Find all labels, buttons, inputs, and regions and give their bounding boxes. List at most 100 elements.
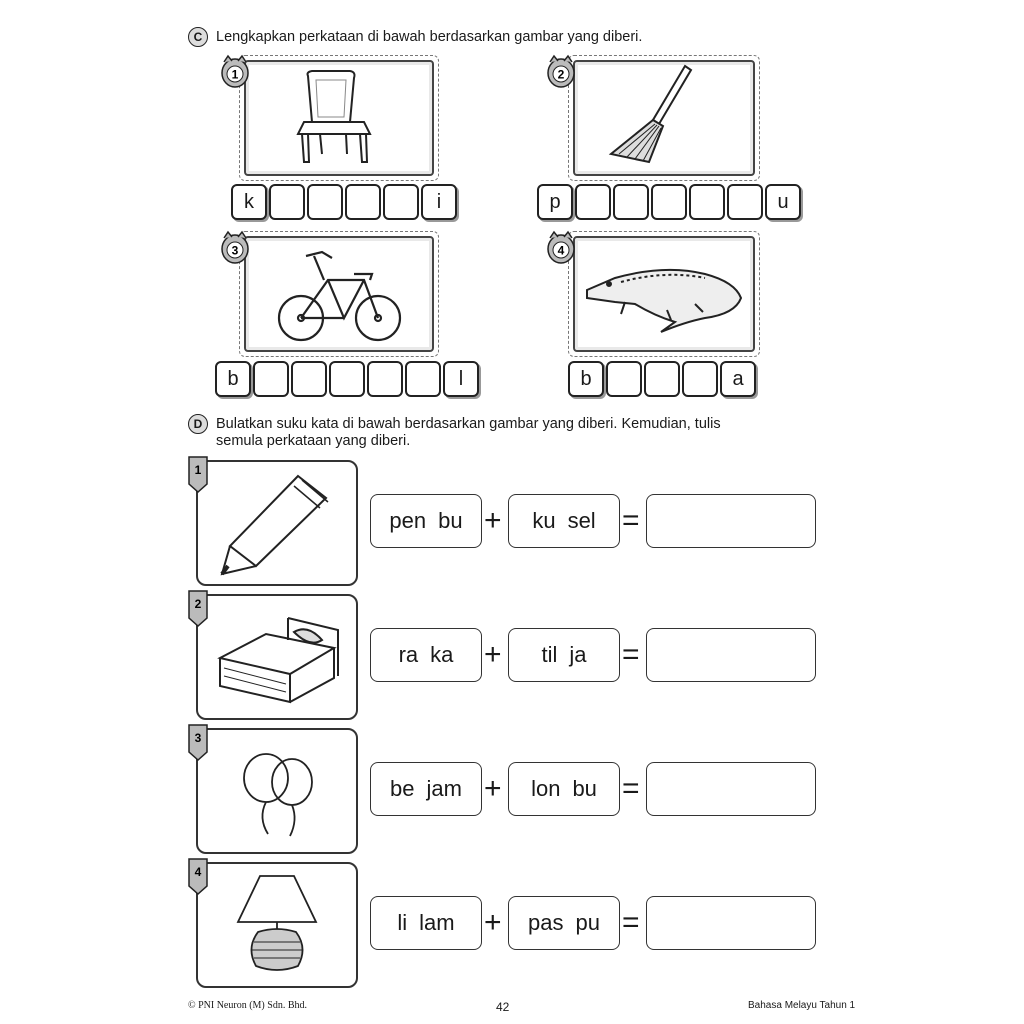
chair-icon [296, 70, 372, 163]
picture-frame-d2 [196, 594, 358, 720]
pencil-number-badge-2: 2 [188, 590, 208, 628]
section-d-instruction-line-1: Bulatkan suku kata di bawah berdasarkan … [216, 416, 721, 432]
letter-box: p [537, 184, 573, 220]
letter-box: b [215, 361, 251, 397]
syllable[interactable]: ra [398, 642, 419, 667]
item-number: 1 [232, 68, 239, 82]
syllable[interactable]: bu [438, 508, 463, 533]
syllable[interactable]: lam [419, 910, 455, 935]
syllable[interactable]: til [541, 642, 558, 667]
letter-boxes-2: p u [537, 184, 803, 220]
picture-frame-1 [239, 55, 439, 181]
answer-box-1[interactable] [646, 494, 816, 548]
letter-box-blank[interactable] [644, 361, 680, 397]
pencil-number-badge-3: 3 [188, 724, 208, 762]
syllable[interactable]: pas [528, 910, 564, 935]
equals-sign: = [622, 906, 640, 939]
item-number: 2 [195, 597, 202, 611]
letter-box-blank[interactable] [651, 184, 687, 220]
picture-frame-d3 [196, 728, 358, 854]
syllable[interactable]: ka [430, 642, 454, 667]
lamp-icon [236, 875, 318, 971]
broom-icon [608, 64, 693, 164]
pencil-icon [220, 474, 329, 576]
picture-frame-2 [568, 55, 760, 181]
syllable[interactable]: lon [531, 776, 561, 801]
syllable[interactable]: bu [572, 776, 597, 801]
owl-number-badge-1: 1 [221, 54, 249, 88]
section-d-instruction-line-2: semula perkataan yang diberi. [216, 433, 411, 449]
footer-copyright: © PNI Neuron (M) Sdn. Bhd. [188, 1000, 307, 1011]
pencil-number-badge-1: 1 [188, 456, 208, 494]
syllable[interactable]: ja [569, 642, 587, 667]
letter-box: i [421, 184, 457, 220]
letter-box-blank[interactable] [367, 361, 403, 397]
section-c-instruction: Lengkapkan perkataan di bawah berdasarka… [216, 29, 643, 45]
picture-frame-d4 [196, 862, 358, 988]
letter-box: l [443, 361, 479, 397]
letter-box-blank[interactable] [269, 184, 305, 220]
letter-box-blank[interactable] [606, 361, 642, 397]
letter-box-blank[interactable] [575, 184, 611, 220]
syllable[interactable]: ku [532, 508, 556, 533]
section-c-badge: C [188, 27, 208, 47]
syllable[interactable]: pen [389, 508, 427, 533]
item-number: 1 [195, 463, 202, 477]
item-number: 3 [195, 731, 202, 745]
syllable[interactable]: jam [426, 776, 462, 801]
letter-box: u [765, 184, 801, 220]
letter-box: b [568, 361, 604, 397]
owl-number-badge-3: 3 [221, 230, 249, 264]
owl-number-badge-4: 4 [547, 230, 575, 264]
syllable[interactable]: li [397, 910, 408, 935]
footer-page-number: 42 [496, 1000, 510, 1014]
letter-box-blank[interactable] [291, 361, 327, 397]
letter-box-blank[interactable] [405, 361, 441, 397]
picture-frame-d1 [196, 460, 358, 586]
item-number: 2 [558, 68, 565, 82]
letter-box-blank[interactable] [329, 361, 365, 397]
letter-box: a [720, 361, 756, 397]
letter-boxes-3: b l [215, 361, 481, 397]
letter-box-blank[interactable] [689, 184, 725, 220]
plus-sign: + [484, 772, 502, 805]
plus-sign: + [484, 906, 502, 939]
picture-frame-4 [568, 231, 760, 357]
balloons-icon [243, 753, 313, 837]
letter-box-blank[interactable] [682, 361, 718, 397]
letter-box-blank[interactable] [345, 184, 381, 220]
plus-sign: + [484, 638, 502, 671]
equals-sign: = [622, 772, 640, 805]
letter-box-blank[interactable] [383, 184, 419, 220]
letter-boxes-1: k i [231, 184, 459, 220]
letter-box-blank[interactable] [727, 184, 763, 220]
item-number: 3 [232, 244, 239, 258]
equals-sign: = [622, 638, 640, 671]
answer-box-3[interactable] [646, 762, 816, 816]
section-d-badge: D [188, 414, 208, 434]
crocodile-icon [586, 268, 743, 333]
syllable[interactable]: pu [575, 910, 600, 935]
letter-box: k [231, 184, 267, 220]
picture-frame-3 [239, 231, 439, 357]
bicycle-icon [277, 250, 402, 342]
syllable[interactable]: sel [567, 508, 596, 533]
item-number: 4 [195, 865, 202, 879]
syllable[interactable]: be [390, 776, 415, 801]
owl-number-badge-2: 2 [547, 54, 575, 88]
letter-box-blank[interactable] [613, 184, 649, 220]
pencil-number-badge-4: 4 [188, 858, 208, 896]
letter-box-blank[interactable] [307, 184, 343, 220]
letter-box-blank[interactable] [253, 361, 289, 397]
answer-box-4[interactable] [646, 896, 816, 950]
answer-box-2[interactable] [646, 628, 816, 682]
equals-sign: = [622, 504, 640, 537]
